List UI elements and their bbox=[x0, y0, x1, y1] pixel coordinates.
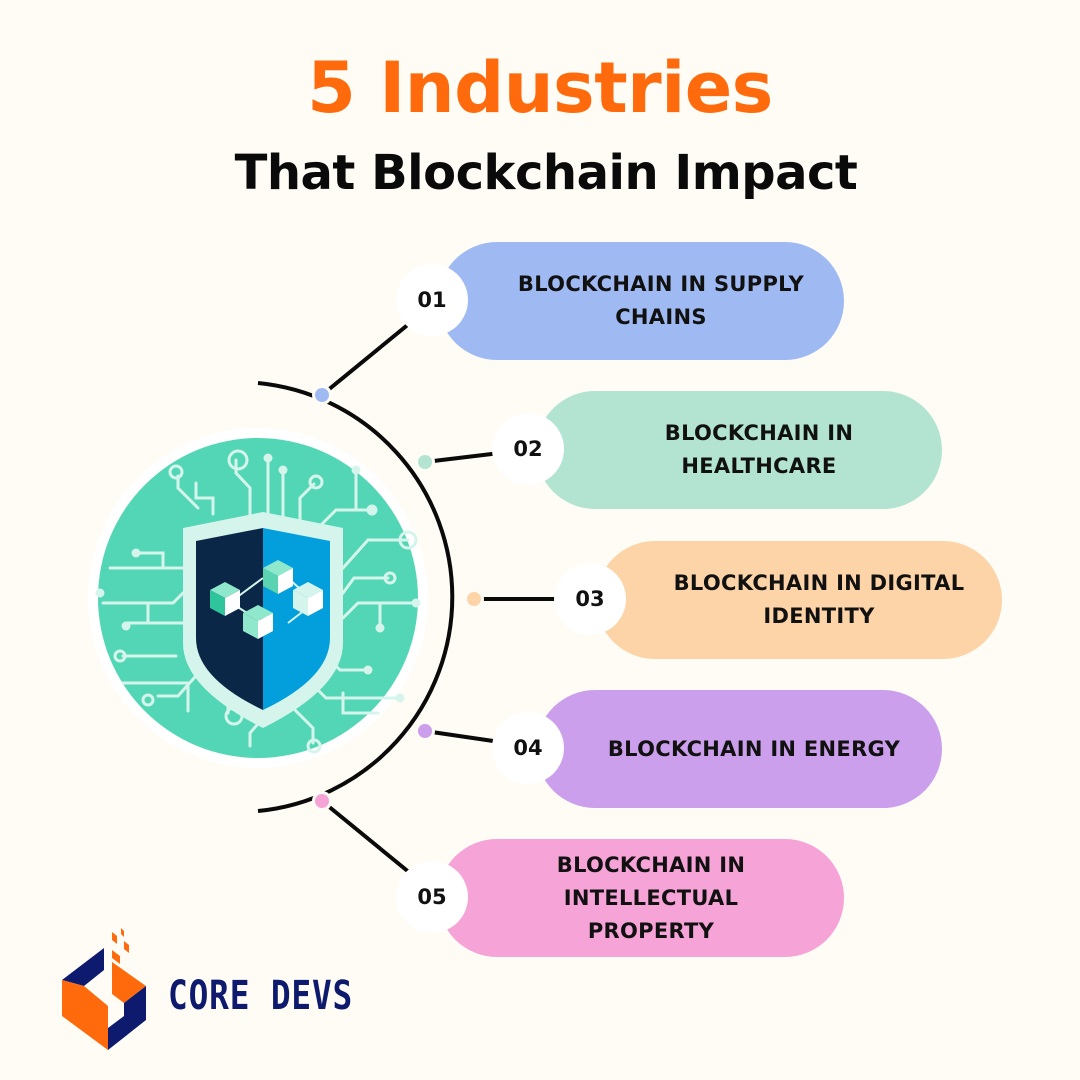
item-number-badge: 03 bbox=[554, 563, 626, 635]
item-label: BLOCKCHAIN IN SUPPLY CHAINS bbox=[517, 272, 805, 329]
blockchain-shield-icon bbox=[88, 428, 428, 768]
item-number-badge: 04 bbox=[492, 712, 564, 784]
core-devs-logo-icon bbox=[62, 928, 146, 1050]
page-subtitle: That Blockchain Impact bbox=[234, 145, 858, 201]
arc-dots bbox=[312, 385, 484, 811]
item-label: BLOCKCHAIN IN DIGITAL IDENTITY bbox=[673, 571, 965, 628]
brand-name: CORE DEVS bbox=[168, 973, 354, 1019]
page-title: 5 Industries bbox=[307, 47, 773, 129]
item-label: BLOCKCHAIN IN ENERGY bbox=[607, 736, 901, 761]
industry-item-4: BLOCKCHAIN IN ENERGY bbox=[536, 690, 942, 808]
industry-item-2: BLOCKCHAIN IN HEALTHCARE bbox=[536, 391, 942, 509]
item-label: BLOCKCHAIN IN INTELLECTUAL PROPERTY bbox=[556, 852, 746, 943]
item-number-badge: 01 bbox=[396, 264, 468, 336]
industry-item-3: BLOCKCHAIN IN DIGITAL IDENTITY bbox=[596, 541, 1002, 659]
item-label: BLOCKCHAIN IN HEALTHCARE bbox=[664, 421, 854, 478]
industry-item-5: BLOCKCHAIN IN INTELLECTUAL PROPERTY bbox=[438, 839, 844, 957]
industry-item-1: BLOCKCHAIN IN SUPPLY CHAINS bbox=[438, 242, 844, 360]
item-number-badge: 05 bbox=[396, 861, 468, 933]
item-number-badge: 02 bbox=[492, 413, 564, 485]
